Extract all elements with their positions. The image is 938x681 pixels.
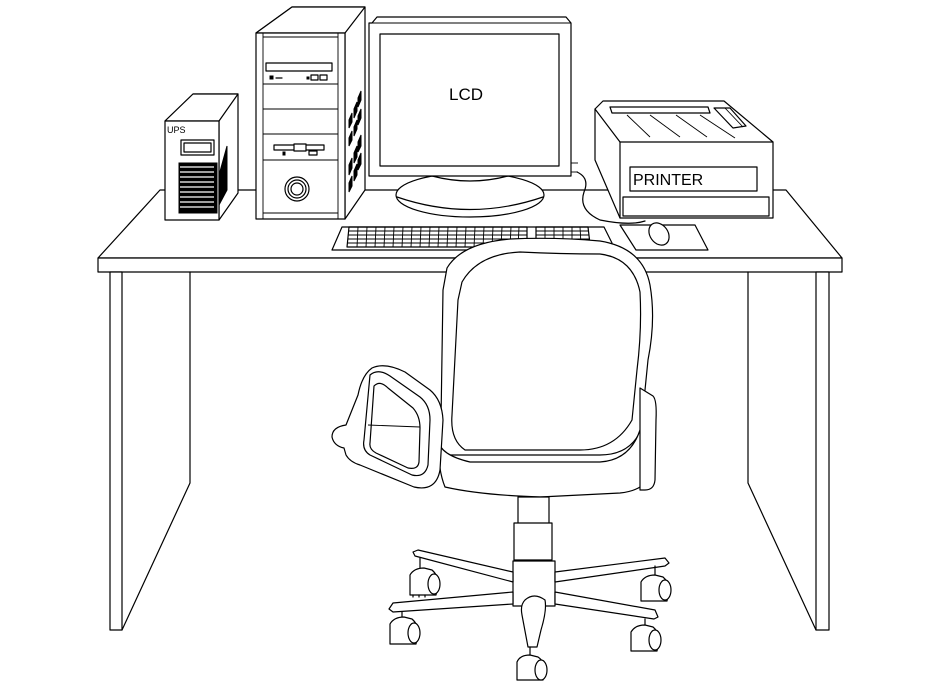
printer-label-box	[629, 166, 758, 192]
chair-caster	[409, 557, 441, 598]
monitor-screen	[379, 33, 560, 167]
printer-paper-slot	[609, 106, 711, 114]
base-leg-front-left	[388, 591, 514, 613]
cpu-tower	[255, 6, 366, 220]
optical-drive	[265, 62, 333, 81]
base-leg-back-left	[412, 549, 514, 583]
cpu-side-vents	[348, 90, 362, 193]
ups-side-shadow	[218, 145, 228, 206]
ups-label: UPS	[167, 125, 186, 135]
printer-control-panel	[713, 107, 747, 129]
mouse	[648, 222, 670, 246]
ups: UPS	[164, 93, 239, 221]
chair-gas-lift	[512, 496, 556, 607]
mouse-and-pad	[576, 171, 709, 251]
printer: PRINTER	[594, 100, 774, 219]
base-leg-front-right	[554, 591, 659, 620]
cpu-top	[255, 6, 366, 34]
chair-caster	[389, 611, 421, 645]
chair-caster	[516, 646, 548, 681]
base-leg-front	[520, 595, 547, 648]
monitor-stand-base	[395, 172, 545, 218]
lcd-label: LCD	[449, 85, 483, 104]
chair-caster	[630, 618, 662, 652]
chair-base	[388, 549, 670, 648]
printer-label: PRINTER	[633, 172, 703, 189]
office-chair	[331, 237, 672, 681]
lcd-monitor: LCD	[368, 16, 578, 218]
printer-output-tray	[622, 196, 770, 217]
ups-vent-grille	[178, 162, 218, 214]
desk-leg-right	[747, 271, 830, 631]
desk-leg-left	[109, 271, 191, 631]
floppy-drive	[273, 143, 325, 156]
mouse-cable	[576, 171, 646, 224]
chair-caster	[640, 565, 672, 602]
base-leg-back-right	[554, 557, 670, 583]
chair-armrest-right	[639, 387, 657, 491]
power-button	[284, 176, 310, 202]
chair-armrest-left	[331, 365, 444, 489]
